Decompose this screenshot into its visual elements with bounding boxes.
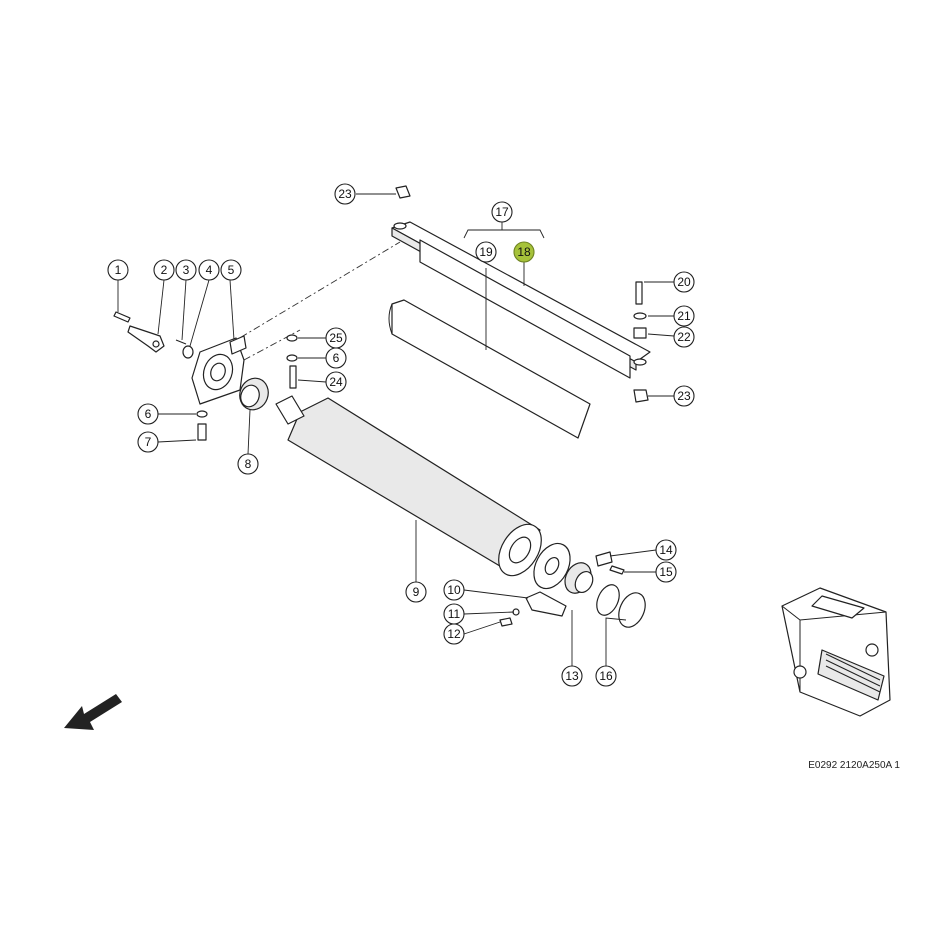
leader-lines: [117, 193, 675, 666]
callout-2: 2: [153, 259, 175, 281]
svg-text:9: 9: [413, 585, 420, 599]
svg-text:23: 23: [677, 389, 691, 403]
locator-thumbnail: [781, 587, 891, 717]
svg-text:20: 20: [677, 275, 691, 289]
callouts: 1 2 3 4 5 6 6 7 8 9 10 11 12 13 14 15 16…: [107, 183, 695, 687]
svg-text:10: 10: [447, 583, 461, 597]
svg-text:4: 4: [206, 263, 213, 277]
callout-12: 12: [443, 623, 465, 645]
callout-11: 11: [443, 603, 465, 625]
hardware-top: [395, 185, 649, 403]
svg-text:17: 17: [495, 205, 509, 219]
drive-end-hardware: [499, 542, 646, 628]
callout-6a: 6: [137, 403, 159, 425]
svg-text:23: 23: [338, 187, 352, 201]
callout-17: 17: [491, 201, 513, 223]
callout-3: 3: [175, 259, 197, 281]
direction-arrow: [64, 694, 122, 730]
hardware-left: [113, 311, 298, 441]
assembly-lines: [227, 241, 401, 361]
svg-text:5: 5: [228, 263, 235, 277]
callout-25: 25: [325, 327, 347, 349]
svg-text:8: 8: [245, 457, 252, 471]
svg-text:7: 7: [145, 435, 152, 449]
svg-text:14: 14: [659, 543, 673, 557]
svg-text:22: 22: [677, 330, 691, 344]
svg-text:16: 16: [599, 669, 613, 683]
scraper-blade: [388, 299, 591, 439]
svg-text:1: 1: [115, 263, 122, 277]
callout-23b: 23: [673, 385, 695, 407]
svg-text:19: 19: [479, 245, 493, 259]
svg-text:6: 6: [145, 407, 152, 421]
callout-8: 8: [237, 453, 259, 475]
callout-16: 16: [595, 665, 617, 687]
callout-4: 4: [198, 259, 220, 281]
svg-text:18: 18: [517, 245, 531, 259]
roller-tube: [275, 395, 542, 577]
svg-text:6: 6: [333, 351, 340, 365]
bearing: [239, 377, 269, 411]
callout-23a: 23: [334, 183, 356, 205]
svg-text:12: 12: [447, 627, 461, 641]
callout-24: 24: [325, 371, 347, 393]
scraper-bar: [391, 221, 651, 379]
svg-text:3: 3: [183, 263, 190, 277]
callout-9: 9: [405, 581, 427, 603]
callout-13: 13: [561, 665, 583, 687]
svg-text:2: 2: [161, 263, 168, 277]
callout-15: 15: [655, 561, 677, 583]
callout-6b: 6: [325, 347, 347, 369]
callout-14: 14: [655, 539, 677, 561]
svg-text:13: 13: [565, 669, 579, 683]
callout-22: 22: [673, 326, 695, 348]
callout-5: 5: [220, 259, 242, 281]
callout-20: 20: [673, 271, 695, 293]
svg-text:21: 21: [677, 309, 691, 323]
callout-18: 18: [513, 241, 535, 263]
svg-text:15: 15: [659, 565, 673, 579]
callout-19: 19: [475, 241, 497, 263]
reference-code: E0292 2120A250A 1: [808, 760, 900, 771]
callout-7: 7: [137, 431, 159, 453]
callout-10: 10: [443, 579, 465, 601]
bearing-housing: [191, 335, 247, 405]
svg-text:25: 25: [329, 331, 343, 345]
svg-text:11: 11: [448, 607, 461, 621]
svg-text:24: 24: [329, 375, 343, 389]
callout-1: 1: [107, 259, 129, 281]
callout-21: 21: [673, 305, 695, 327]
